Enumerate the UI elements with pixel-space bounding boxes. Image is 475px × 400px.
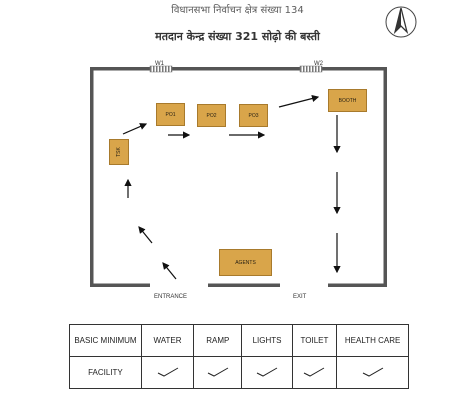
booth-label: BOOTH — [338, 97, 357, 104]
po2-box: PO2 — [197, 104, 226, 127]
room-wall — [90, 67, 387, 287]
health-care-status — [336, 356, 409, 389]
booth-box: BOOTH — [328, 89, 367, 112]
facilities-table: BASIC MINIMUM WATER RAMP LIGHTS TOILET H… — [69, 324, 409, 389]
flow-arrow — [138, 226, 153, 244]
column-health-care: HEALTH CARE — [336, 324, 409, 357]
check-icon — [157, 367, 178, 377]
check-icon — [256, 367, 278, 377]
facility-cell: FACILITY — [69, 356, 142, 389]
flow-arrow — [122, 123, 148, 135]
polling-station-title: मतदान केन्द्र संख्या 321 सोढ़ो की बस्ती — [155, 30, 320, 43]
window-w2-label: W2 — [314, 61, 323, 67]
table-header-row: BASIC MINIMUM WATER RAMP LIGHTS TOILET H… — [69, 324, 409, 357]
water-status — [140, 356, 195, 389]
check-icon — [362, 367, 383, 377]
column-ramp: RAMP — [193, 324, 243, 357]
column-water: WATER — [140, 324, 195, 357]
po3-label: PO3 — [248, 112, 259, 119]
table-facility-row: FACILITY — [69, 356, 409, 389]
window-w2 — [299, 65, 323, 73]
flow-arrow — [278, 95, 320, 108]
check-icon — [304, 367, 325, 377]
po2-label: PO2 — [206, 112, 217, 119]
agents-label: AGENTS — [235, 259, 256, 266]
basic-minimum-cell: BASIC MINIMUM — [69, 324, 142, 357]
toilet-status — [291, 356, 338, 389]
window-w1-label: W1 — [155, 61, 164, 67]
entrance-gap — [150, 281, 208, 289]
lights-status — [241, 356, 293, 389]
exit-gap — [280, 281, 328, 289]
po3-box: PO3 — [239, 104, 268, 127]
flow-arrow — [162, 262, 177, 280]
check-icon — [207, 367, 229, 377]
po1-box: PO1 — [156, 103, 185, 126]
tsk-box: TSK — [109, 139, 129, 165]
column-toilet: TOILET — [291, 324, 338, 357]
agents-box: AGENTS — [219, 249, 272, 276]
column-lights: LIGHTS — [241, 324, 293, 357]
po1-label: PO1 — [165, 111, 176, 118]
polling-booth-floor-plan — [90, 65, 387, 289]
north-arrow-icon — [385, 6, 417, 38]
exit-label: EXIT — [293, 294, 307, 300]
constituency-title: विधानसभा निर्वाचन क्षेत्र संख्या 134 — [171, 5, 304, 16]
window-w1 — [149, 65, 173, 73]
entrance-label: ENTRANCE — [154, 294, 188, 300]
tsk-label: TSK — [115, 147, 122, 157]
ramp-status — [193, 356, 243, 389]
